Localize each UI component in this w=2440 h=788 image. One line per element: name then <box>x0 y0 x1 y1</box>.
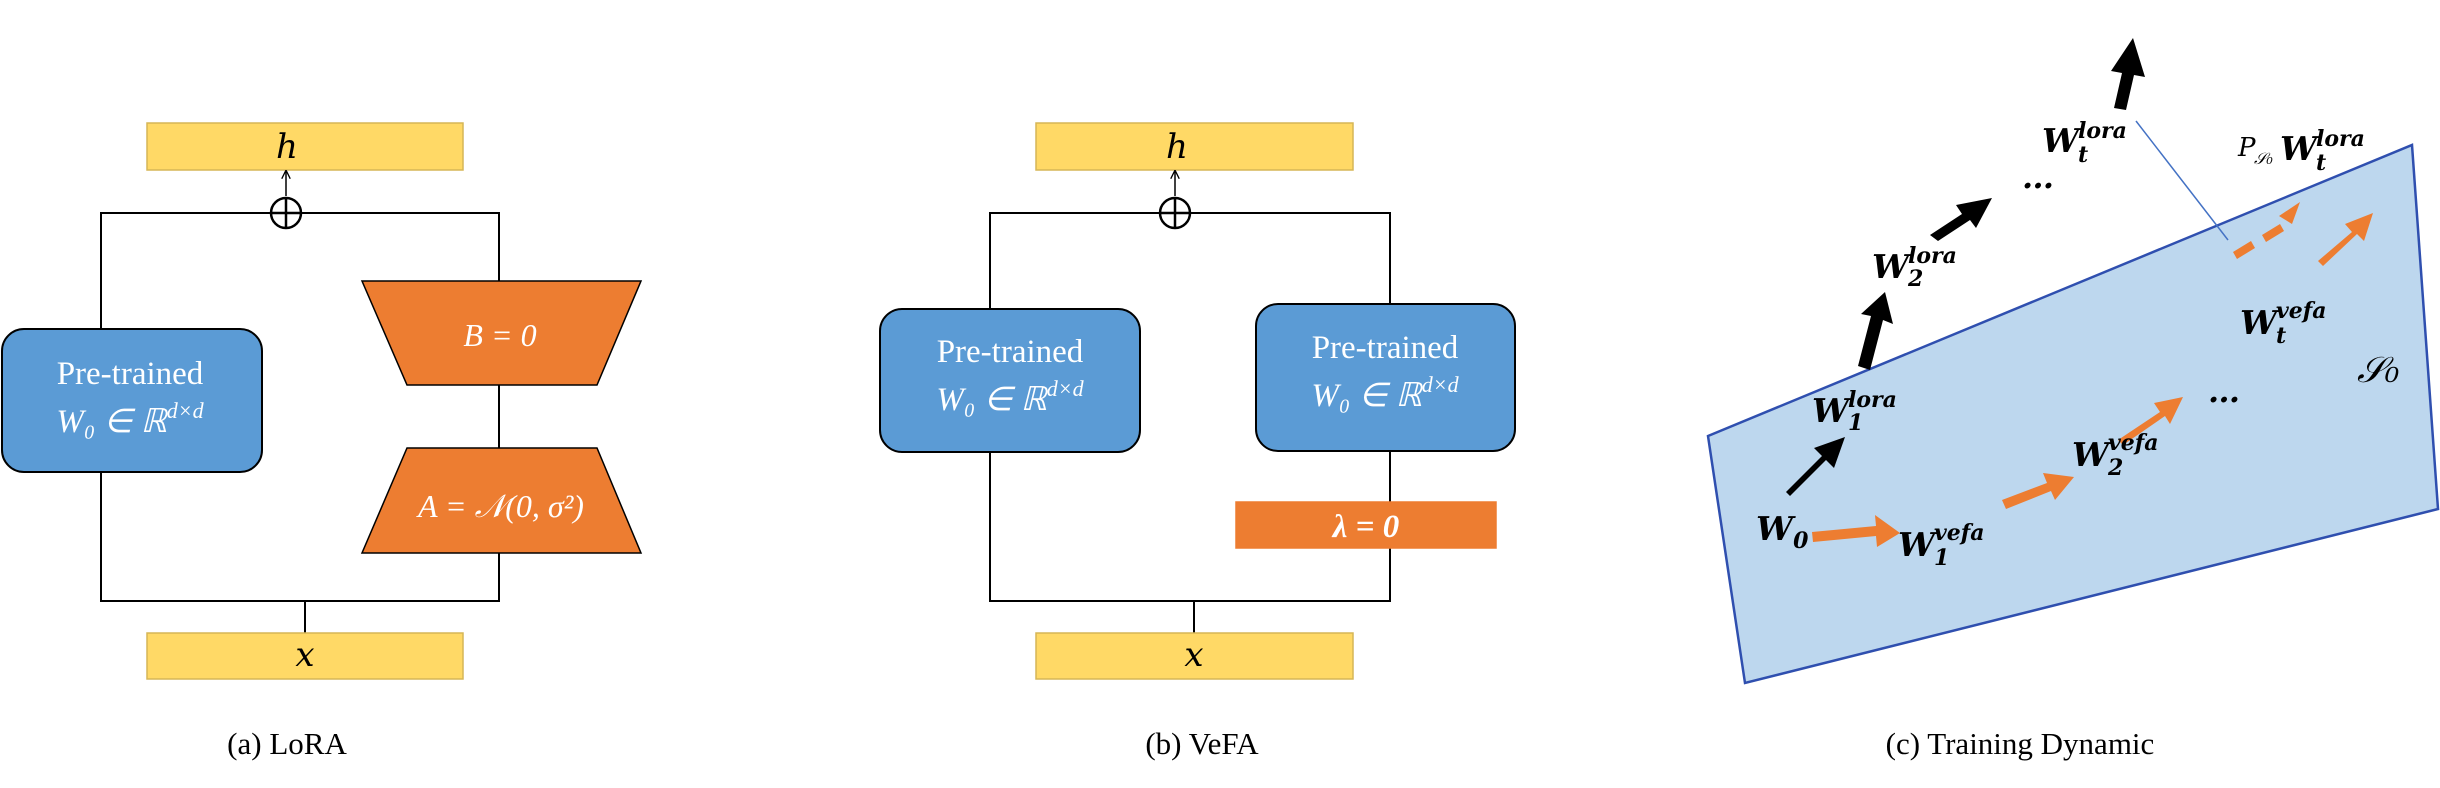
svg-text:vefa: vefa <box>2108 430 2159 456</box>
vefa-dots: … <box>2208 372 2240 410</box>
svg-text:W: W <box>2280 129 2320 168</box>
svg-text:1: 1 <box>1934 545 1949 571</box>
vefa-arrow-1 <box>1812 515 1900 547</box>
matrix-a-trapezoid <box>360 447 643 554</box>
projection-line <box>2135 120 2229 241</box>
input-bar-x <box>1035 632 1354 680</box>
matrix-b-trapezoid <box>360 280 643 386</box>
lora-trajectory <box>1786 38 2145 496</box>
sum-operator <box>1158 196 1192 230</box>
caption-lora: (a) LoRA <box>227 726 347 761</box>
label-w0: W0 <box>1756 509 1809 554</box>
pretrained-weight-box <box>1 328 263 473</box>
svg-text:2: 2 <box>1907 266 1923 292</box>
svg-text:P: P <box>2237 133 2256 163</box>
svg-text:𝒮₀: 𝒮₀ <box>2254 149 2273 168</box>
lora-arrow-1 <box>1786 437 1845 496</box>
output-bar-h <box>146 122 464 171</box>
caption-vefa: (b) VeFA <box>1145 726 1259 761</box>
pretrained-weight-box-left <box>879 308 1141 453</box>
pretrained-math-left: W₀ ∈ ℝd×d <box>936 376 1084 418</box>
vefa-arrow-2 <box>2002 473 2074 509</box>
label-wt-lora: W lora t <box>2042 118 2127 168</box>
label-w2-vefa: W vefa 2 <box>2072 430 2159 481</box>
svg-text:W: W <box>2240 303 2280 342</box>
svg-text:2: 2 <box>2107 455 2123 481</box>
svg-text:W: W <box>1812 391 1852 430</box>
lambda-label: λ = 0 <box>1331 509 1399 545</box>
label-w1-lora: W lora 1 <box>1812 387 1897 436</box>
lora-arrow-4 <box>2111 38 2145 110</box>
lambda-scaling-bar <box>1235 501 1497 549</box>
matrix-a-label: A = 𝒩(0, σ²) <box>416 488 584 524</box>
lora-connectors <box>100 212 500 633</box>
lora-arrow-2 <box>1858 292 1893 370</box>
pretrained-math: W₀ ∈ ℝd×d <box>56 398 204 440</box>
label-wt-vefa: W vefa t <box>2240 298 2327 349</box>
sum-operator <box>269 196 303 230</box>
svg-text:t: t <box>2276 323 2286 349</box>
svg-text:W: W <box>2072 435 2112 474</box>
svg-text:W: W <box>1898 525 1938 564</box>
pretrained-weight-box-right <box>1255 303 1516 452</box>
caption-training-dynamic: (c) Training Dynamic <box>1886 726 2155 761</box>
svg-text:t: t <box>2316 150 2326 176</box>
svg-text:vefa: vefa <box>2276 298 2327 324</box>
svg-text:vefa: vefa <box>1934 520 1985 546</box>
lora-arrow-3 <box>1930 198 1992 241</box>
vefa-arrow-4 <box>2318 213 2373 266</box>
svg-text:1: 1 <box>1848 410 1863 436</box>
svg-text:W: W <box>1872 247 1912 286</box>
output-label-h: h <box>276 127 298 167</box>
svg-text:lora: lora <box>2078 118 2127 144</box>
pretrained-title-left: Pre-trained <box>937 334 1084 370</box>
vefa-trajectory <box>1812 202 2373 547</box>
projected-lora-arrow <box>2233 202 2300 259</box>
svg-text:lora: lora <box>1908 243 1957 269</box>
vefa-arrow-3 <box>2118 397 2183 445</box>
svg-text:lora: lora <box>2316 126 2365 152</box>
label-w1-vefa: W vefa 1 <box>1898 520 1985 571</box>
input-bar-x <box>146 632 464 680</box>
vefa-connectors <box>989 212 1391 633</box>
pretrained-title-right: Pre-trained <box>1312 330 1459 366</box>
subspace-plane <box>1706 143 2440 685</box>
output-label-h: h <box>1166 127 1188 167</box>
svg-text:lora: lora <box>1848 387 1897 413</box>
panel-training-dynamic: 𝒮₀ W0 W lora 1 <box>1706 38 2440 761</box>
input-label-x: x <box>295 635 314 675</box>
lora-dots: … <box>2022 158 2054 196</box>
label-projection: P 𝒮₀ W lora t <box>2237 126 2365 176</box>
label-w2-lora: W lora 2 <box>1872 243 1957 292</box>
panel-lora: h Pre-trained W₀ ∈ ℝd×d B = 0 A = 𝒩(0, σ… <box>1 122 643 761</box>
pretrained-math-right: W₀ ∈ ℝd×d <box>1311 372 1459 414</box>
svg-text:t: t <box>2078 142 2088 168</box>
matrix-b-label: B = 0 <box>463 317 536 353</box>
input-label-x: x <box>1184 635 1203 675</box>
svg-text:W: W <box>2042 121 2082 160</box>
panel-vefa: h Pre-trained W₀ ∈ ℝd×d Pre-trained W₀ ∈… <box>879 122 1516 761</box>
subspace-label: 𝒮₀ <box>2357 350 2399 391</box>
pretrained-title: Pre-trained <box>57 356 204 392</box>
output-bar-h <box>1035 122 1354 171</box>
